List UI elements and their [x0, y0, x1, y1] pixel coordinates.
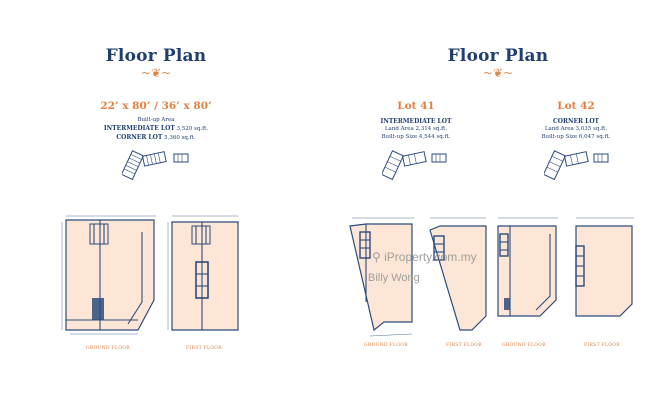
lot41-land-area: Land Area 2,314 sq.ft.	[384, 126, 448, 132]
lot41-title: Lot 41	[397, 100, 435, 112]
lot42-key-plan-icon	[544, 150, 609, 181]
intermediate-lot-row: INTERMEDIATE LOT 3,520 sq.ft.	[86, 125, 226, 133]
watermark-agent: Billy Wong	[368, 272, 420, 284]
corner-lot-row: CORNER LOT 5,360 sq.ft.	[86, 134, 226, 142]
lot41-key-plan-icon	[382, 150, 447, 181]
left-ground-floor-plan	[61, 215, 156, 335]
ornament-icon: ~❦~	[482, 66, 514, 80]
lot41-type: INTERMEDIATE LOT	[356, 118, 476, 126]
watermark-brand: ⚲ iProperty.com.my	[372, 250, 477, 264]
intermediate-lot-value: 3,520 sq.ft.	[176, 126, 209, 132]
left-title: Floor Plan	[105, 46, 207, 66]
left-key-plan-icon	[122, 150, 189, 181]
corner-lot-label: CORNER LOT	[116, 134, 163, 141]
lot42-built-up: Built-up Size 6,047 sq.ft.	[541, 134, 611, 140]
lot41-type-text: INTERMEDIATE LOT	[380, 118, 452, 125]
ornament-icon: ~❦~	[140, 66, 172, 80]
lot42-ground-floor-plan	[497, 217, 558, 317]
lot41-ground-floor-plan	[349, 217, 414, 337]
corner-lot-value: 5,360 sq.ft.	[164, 135, 196, 141]
lot42-land-area: Land Area 3,035 sq.ft.	[544, 126, 608, 132]
lot41-ground-floor-label: GROUND FLOOR	[364, 343, 408, 348]
right-title: Floor Plan	[447, 46, 549, 66]
watermark-brand-text: iProperty.com.my	[384, 250, 477, 264]
left-size-line: 22’ x 80’ / 36’ x 80’	[100, 100, 212, 112]
lot41-built-up: Built-up Size 4,544 sq.ft.	[381, 134, 451, 140]
lot42-first-floor-plan	[575, 217, 634, 317]
lot41-first-floor-plan	[429, 217, 487, 331]
lot42-type-text: CORNER LOT	[552, 118, 600, 125]
lot42-first-floor-label: FIRST FLOOR	[584, 343, 620, 348]
lot41-first-floor-label: FIRST FLOOR	[446, 343, 482, 348]
left-first-floor-plan	[167, 215, 239, 331]
lot42-ground-floor-label: GROUND FLOOR	[502, 343, 546, 348]
intermediate-lot-label: INTERMEDIATE LOT	[103, 125, 175, 132]
location-pin-icon: ⚲	[372, 250, 381, 264]
lot42-type: CORNER LOT	[516, 118, 636, 126]
left-ground-floor-label: GROUND FLOOR	[86, 346, 130, 351]
left-first-floor-label: FIRST FLOOR	[186, 346, 222, 351]
lot42-title: Lot 42	[557, 100, 595, 112]
built-up-label: Built-up Area	[137, 117, 175, 123]
